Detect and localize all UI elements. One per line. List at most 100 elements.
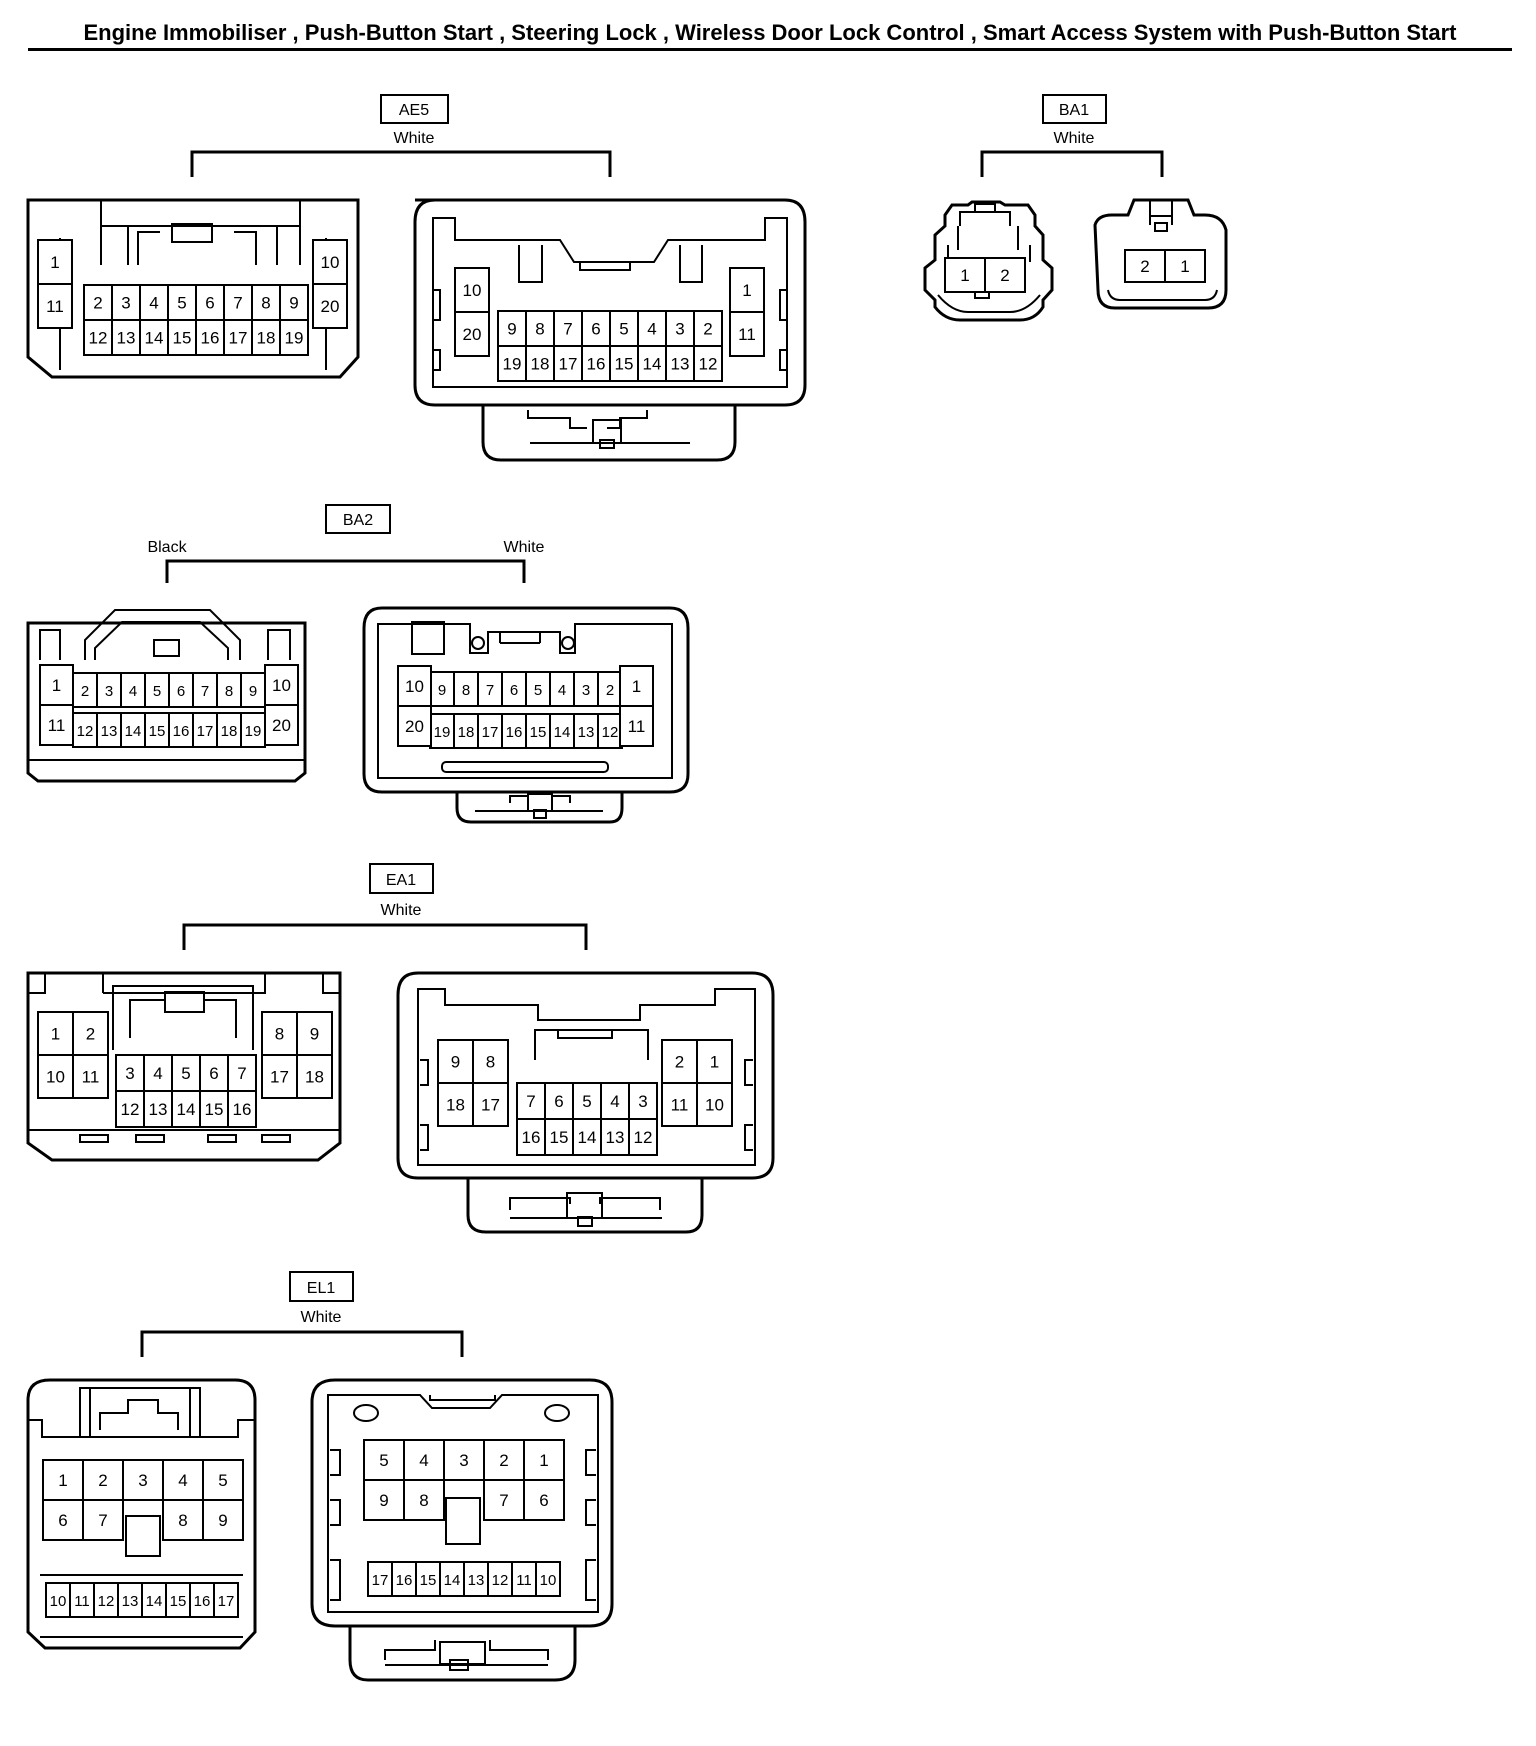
pin-box (501, 713, 527, 749)
pin-cell: 8 (453, 671, 479, 707)
pin-cell: 14 (439, 1561, 465, 1597)
pin-number: 3 (638, 1092, 647, 1111)
pin-cell: 3 (665, 310, 695, 347)
pin-number: 11 (46, 297, 64, 316)
pin-cell: 14 (139, 319, 169, 356)
pin-number: 5 (534, 682, 542, 699)
pin-box (143, 1090, 173, 1128)
pin-box (544, 1082, 574, 1120)
pin-cell: 7 (553, 310, 583, 347)
pin-box (83, 319, 113, 356)
pin-cell: 11 (661, 1082, 698, 1127)
pin-box (437, 1039, 474, 1084)
pin-cell: 18 (251, 319, 281, 356)
pin-cell: 14 (549, 713, 575, 749)
color-ba2-left: Black (147, 539, 187, 556)
pin-cell: 15 (144, 712, 170, 748)
pin-number: 3 (675, 320, 684, 339)
color-ae5: White (394, 130, 435, 147)
pin-cell: 1 (619, 665, 654, 707)
pin-cell: 2 (72, 1011, 109, 1056)
pin-cell: 1 (37, 239, 73, 285)
pin-cell: 5 (363, 1439, 405, 1481)
pin-number: 8 (275, 1025, 284, 1044)
pin-box (525, 671, 551, 707)
pin-box (944, 257, 986, 293)
pin-box (279, 319, 309, 356)
pin-number: 14 (146, 1593, 163, 1610)
pin-cell: 1 (1164, 249, 1206, 283)
pin-number: 14 (643, 355, 662, 374)
pin-number: 5 (181, 1064, 190, 1083)
pin-box (82, 1499, 124, 1541)
pin-box (39, 704, 74, 746)
pin-cell: 6 (544, 1082, 574, 1120)
pin-cell: 13 (463, 1561, 489, 1597)
pin-number: 17 (482, 724, 499, 741)
pin-box (600, 1082, 630, 1120)
pin-box (693, 310, 723, 347)
pin-number: 13 (122, 1593, 139, 1610)
pin-number: 20 (321, 297, 340, 316)
pin-cell: 12 (693, 345, 723, 382)
pin-cell: 16 (516, 1118, 546, 1156)
pin-cell: 6 (168, 672, 194, 708)
pin-box (472, 1082, 509, 1127)
pin-cell: 13 (665, 345, 695, 382)
labels: AE5 White BA1 White BA2 Black White EA1 … (147, 102, 1094, 1326)
pin-number: 19 (434, 724, 451, 741)
pin-cell: 16 (581, 345, 611, 382)
pin-number: 11 (516, 1572, 532, 1589)
pin-cell: 19 (279, 319, 309, 356)
pin-cell: 8 (251, 284, 281, 321)
pin-number: 17 (229, 329, 248, 348)
pin-box (216, 672, 242, 708)
pin-number: 5 (218, 1471, 227, 1490)
pin-cell: 11 (729, 311, 765, 357)
pin-cell: 16 (168, 712, 194, 748)
pin-box (463, 1561, 489, 1597)
pin-number: 6 (58, 1511, 67, 1530)
pin-cell: 7 (192, 672, 218, 708)
pin-number: 14 (578, 1128, 597, 1147)
pin-cell: 13 (96, 712, 122, 748)
pin-number: 2 (703, 320, 712, 339)
pin-number: 1 (50, 253, 59, 272)
pin-cell: 5 (144, 672, 170, 708)
pin-number: 5 (582, 1092, 591, 1111)
pin-cell: 15 (199, 1090, 229, 1128)
pin-box (525, 713, 551, 749)
pin-cell: 14 (637, 345, 667, 382)
pin-number: 4 (558, 682, 566, 699)
pin-box (251, 284, 281, 321)
pin-cell: 15 (544, 1118, 574, 1156)
pin-cell: 19 (497, 345, 527, 382)
pin-cell: 13 (573, 713, 599, 749)
pin-number: 12 (89, 329, 108, 348)
pin-number: 20 (272, 716, 291, 735)
pin-number: 16 (522, 1128, 541, 1147)
pin-number: 10 (705, 1096, 724, 1115)
pin-cell: 2 (483, 1439, 525, 1481)
pin-box (240, 712, 266, 748)
pin-box (516, 1118, 546, 1156)
pin-box (391, 1561, 417, 1597)
pin-box (661, 1082, 698, 1127)
pin-number: 3 (125, 1064, 134, 1083)
pin-box (72, 1054, 109, 1099)
pin-cell: 15 (609, 345, 639, 382)
pin-number: 18 (305, 1068, 324, 1087)
pin-number: 16 (173, 723, 190, 740)
pin-number: 10 (540, 1572, 557, 1589)
pin-box (523, 1479, 565, 1521)
pin-box (93, 1582, 119, 1618)
pin-box (39, 664, 74, 706)
pin-cell: 13 (600, 1118, 630, 1156)
pin-box (240, 672, 266, 708)
pin-number: 6 (539, 1491, 548, 1510)
pin-cell: 2 (72, 672, 98, 708)
